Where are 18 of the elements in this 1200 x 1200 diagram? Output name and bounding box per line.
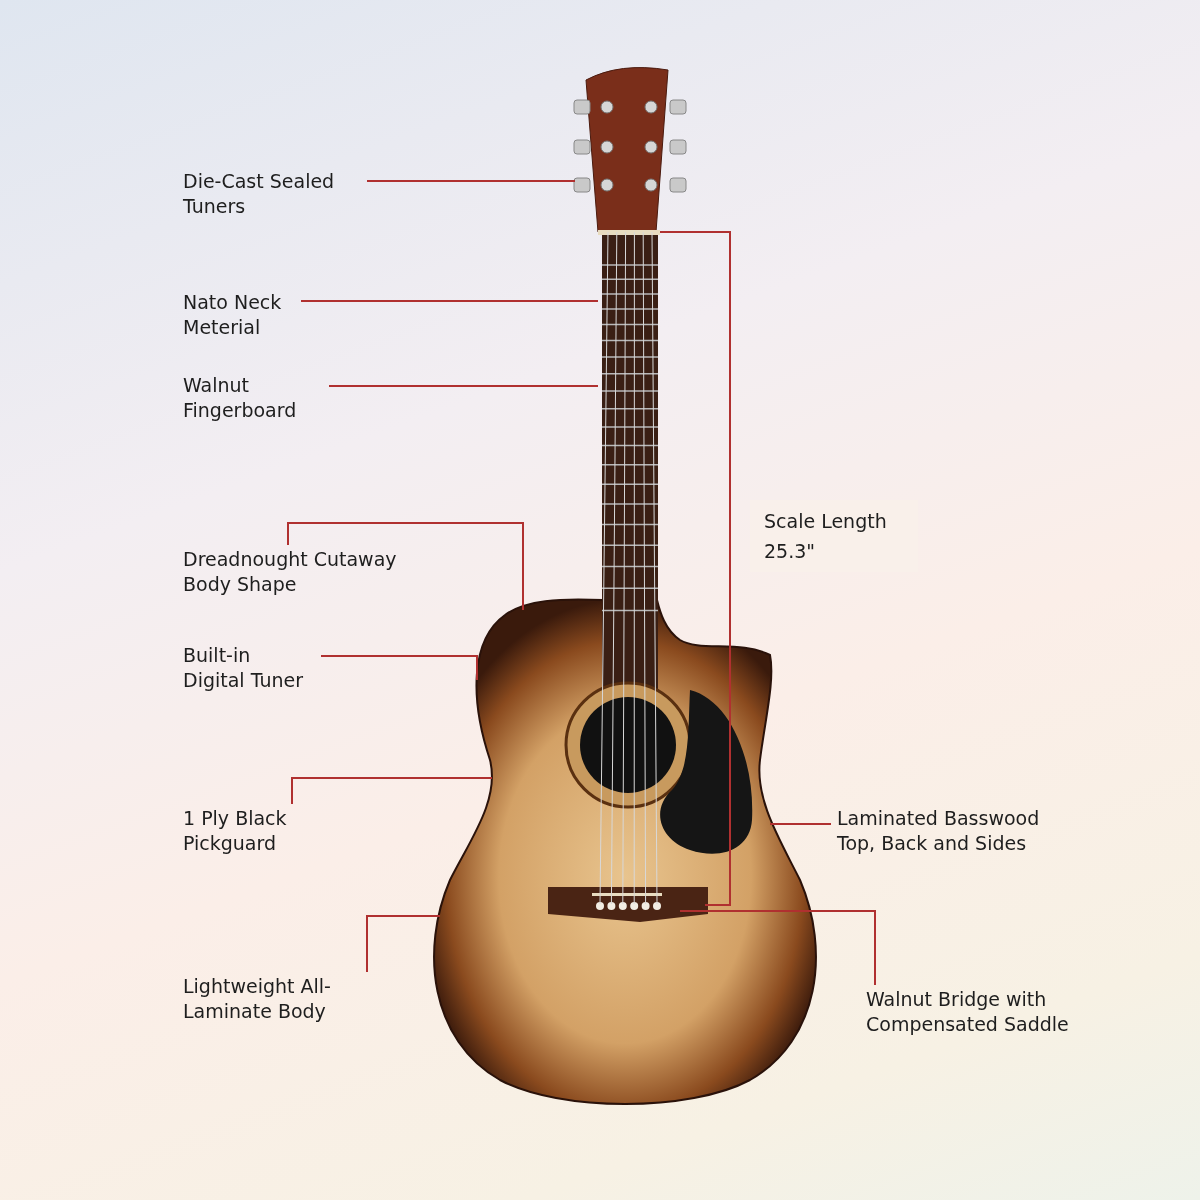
leader-line: [366, 915, 441, 973]
callout-label: Dreadnought Cutaway Body Shape: [183, 547, 433, 597]
callout-label: Laminated Basswood Top, Back and Sides: [837, 806, 1069, 856]
leader-line: [328, 385, 599, 387]
leader-line: [291, 777, 493, 805]
callout-label: Die-Cast Sealed Tuners: [183, 169, 361, 219]
leader-line: [287, 522, 524, 611]
leader-line: [769, 823, 832, 825]
leader-line: [366, 180, 576, 182]
callout-label: Nato Neck Meterial: [183, 290, 295, 340]
leader-line: [300, 300, 599, 302]
callout-label: Lightweight All-Laminate Body: [183, 974, 383, 1024]
leader-line: [320, 655, 478, 681]
leader-line: [679, 910, 876, 986]
callout-label: Walnut Bridge with Compensated Saddle: [866, 987, 1111, 1037]
callout-label: Built-in Digital Tuner: [183, 643, 315, 693]
callout-label: 1 Ply Black Pickguard: [183, 806, 295, 856]
callout-label: Walnut Fingerboard: [183, 373, 323, 423]
